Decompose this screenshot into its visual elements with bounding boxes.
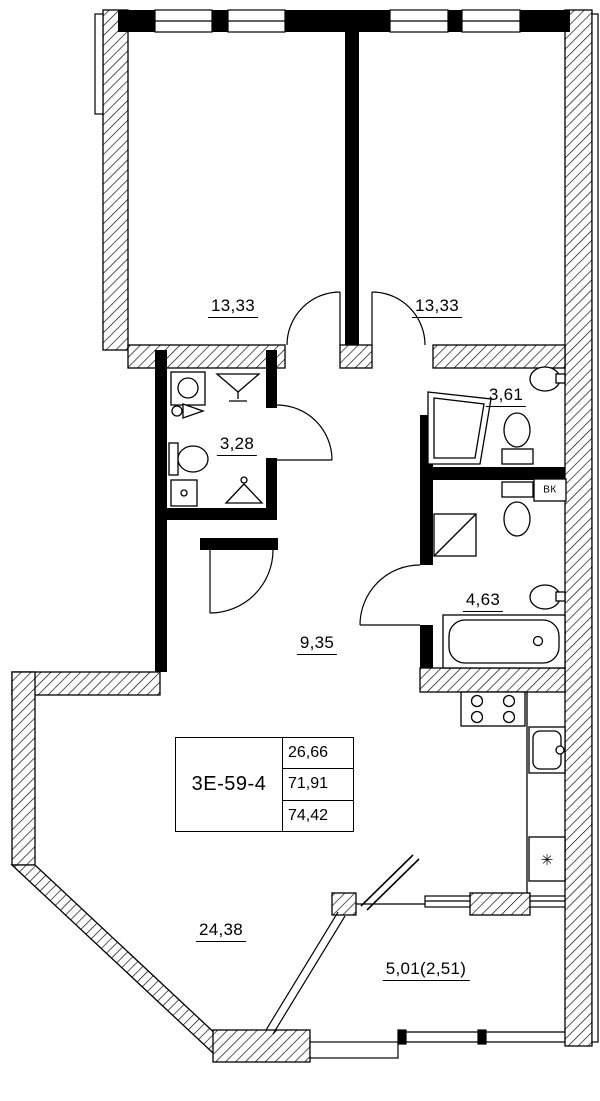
facade-ledge: [94, 13, 104, 115]
hanger-icon: [224, 476, 264, 504]
total-area-value: 74,42: [283, 799, 353, 831]
balcony-glazing: [265, 911, 565, 1059]
tap-icon: [171, 403, 205, 419]
door-bedroom-1: [286, 291, 341, 346]
area-label-hallway: 9,35: [296, 633, 338, 655]
unit-number: 3Е-59-4: [176, 738, 283, 831]
area-label-storeroom: 3,28: [216, 434, 258, 456]
outer-walls: [10, 9, 593, 1063]
windows: [94, 9, 599, 1043]
bathtub-icon: [442, 614, 566, 669]
area-label-living-room: 24,38: [195, 920, 247, 942]
door-bedroom-2: [371, 291, 426, 346]
floor-area-value: 71,91: [283, 768, 353, 799]
sink-icon: [215, 373, 261, 402]
door-hallway: [209, 549, 274, 614]
toilet-icon-small: [168, 442, 209, 476]
doors: [209, 291, 426, 911]
boiler-icon: [170, 479, 198, 507]
title-block-areas: 26,66 71,91 74,42: [283, 738, 353, 831]
vent-duct-box: [533, 478, 567, 502]
adjacent-wall-line: [591, 13, 599, 1043]
toilet-icon-bottom: [501, 481, 534, 537]
area-label-bathroom-top: 3,61: [485, 385, 527, 407]
fridge-snowflake-icon: ✳: [540, 852, 554, 869]
washbasin-icon-top: [529, 366, 566, 392]
washing-machine-icon: [170, 371, 206, 406]
door-storeroom: [276, 404, 333, 461]
washbasin-icon-bottom: [529, 584, 566, 610]
toilet-icon-top: [501, 412, 534, 465]
title-block: 3Е-59-4 26,66 71,91 74,42: [175, 737, 354, 832]
shower-tray-icon: [427, 391, 492, 465]
door-bathroom: [359, 564, 421, 626]
washing-machine-icon-2: [433, 513, 477, 557]
stove-icon: [460, 691, 526, 727]
vent-duct-label: ВК: [543, 484, 557, 496]
area-label-bathroom: 4,63: [462, 590, 504, 612]
door-balcony: [356, 854, 425, 911]
kitchen-sink-icon: [528, 726, 566, 774]
area-label-bedroom-2: 13,33: [411, 296, 463, 318]
living-area-value: 26,66: [288, 744, 329, 762]
interior-walls: [118, 10, 570, 672]
fridge-icon: [528, 836, 566, 882]
area-label-bedroom-1: 13,33: [207, 296, 259, 318]
area-label-balcony: 5,01(2,51): [382, 959, 470, 981]
